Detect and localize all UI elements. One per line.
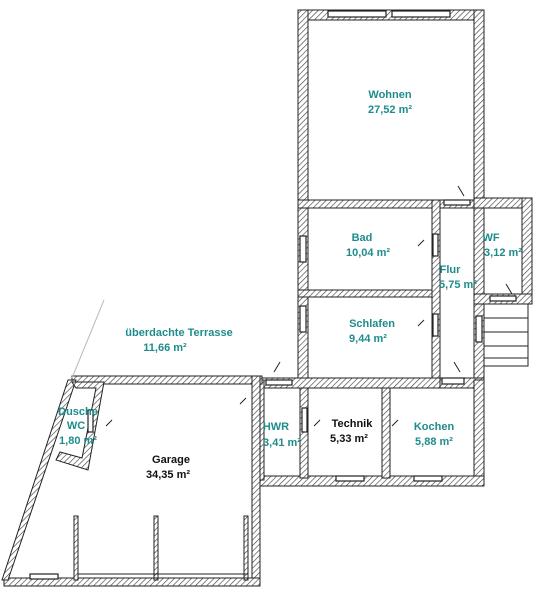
windows bbox=[29, 10, 517, 580]
room-name: HWR bbox=[263, 421, 289, 433]
room-name-2: WC bbox=[67, 420, 85, 432]
room-label-kochen: Kochen 5,88 m² bbox=[414, 421, 455, 448]
room-label-wf: WF 3,12 m² bbox=[482, 232, 522, 259]
room-name: Flur bbox=[440, 264, 461, 276]
room-area: 3,41 m² bbox=[263, 437, 301, 449]
room-name: Bad bbox=[352, 232, 373, 244]
room-area: 11,66 m² bbox=[143, 342, 187, 354]
terrace-edge-line bbox=[71, 299, 105, 379]
room-label-bad: Bad 10,04 m² bbox=[346, 232, 390, 259]
room-label-terrasse: überdachte Terrasse 11,66 m² bbox=[125, 327, 232, 354]
room-name: Technik bbox=[332, 418, 374, 430]
room-name: Wohnen bbox=[368, 89, 411, 101]
room-area: 5,33 m² bbox=[330, 433, 368, 445]
room-label-garage: Garage 34,35 m² bbox=[146, 454, 190, 481]
room-name: Schlafen bbox=[349, 318, 395, 330]
room-area: 5,88 m² bbox=[415, 436, 453, 448]
room-label-schlafen: Schlafen 9,44 m² bbox=[349, 318, 395, 345]
outside-steps bbox=[483, 303, 529, 367]
room-label-hwr: HWR 3,41 m² bbox=[263, 421, 301, 449]
room-area: 1,80 m² bbox=[59, 435, 97, 447]
garage-walls bbox=[1, 375, 263, 587]
room-name: Kochen bbox=[414, 421, 455, 433]
room-name: überdachte Terrasse bbox=[125, 327, 232, 339]
room-area: 10,04 m² bbox=[346, 247, 390, 259]
room-area: 9,44 m² bbox=[349, 333, 387, 345]
room-label-wohnen: Wohnen 27,52 m² bbox=[368, 89, 412, 116]
room-area: 3,12 m² bbox=[484, 247, 522, 259]
room-area: 27,52 m² bbox=[368, 104, 412, 116]
door-swing-marks bbox=[105, 185, 513, 427]
room-label-technik: Technik 5,33 m² bbox=[330, 418, 373, 445]
room-name: Garage bbox=[152, 454, 190, 466]
room-area: 5,75 m² bbox=[439, 279, 477, 291]
room-label-flur: Flur 5,75 m² bbox=[439, 264, 477, 291]
room-name: WF bbox=[482, 232, 499, 244]
room-name: Dusche bbox=[58, 406, 98, 418]
room-area: 34,35 m² bbox=[146, 469, 190, 481]
room-label-dusche: Dusche WC 1,80 m² bbox=[58, 406, 98, 447]
